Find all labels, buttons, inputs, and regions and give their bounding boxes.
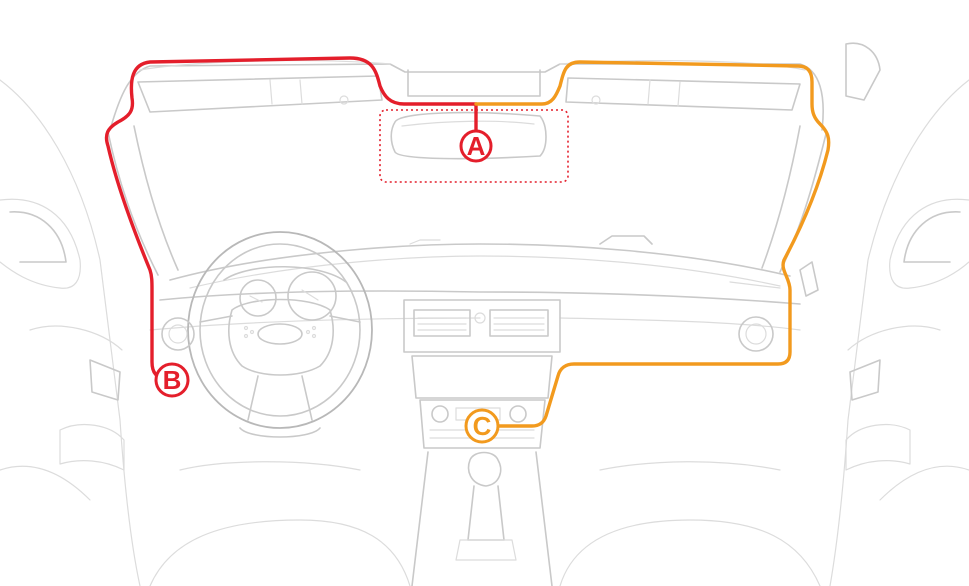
marker-c-label: C	[473, 411, 492, 441]
cable-route-orange	[474, 60, 831, 428]
car-interior-line-art	[0, 42, 969, 586]
marker-b: B	[154, 362, 190, 398]
marker-b-label: B	[163, 365, 182, 395]
marker-c: C	[464, 408, 500, 444]
mirror-mount-highlight	[379, 109, 569, 183]
marker-a: A	[459, 129, 493, 163]
marker-a-label: A	[467, 131, 486, 161]
cable-route-red	[104, 56, 478, 380]
